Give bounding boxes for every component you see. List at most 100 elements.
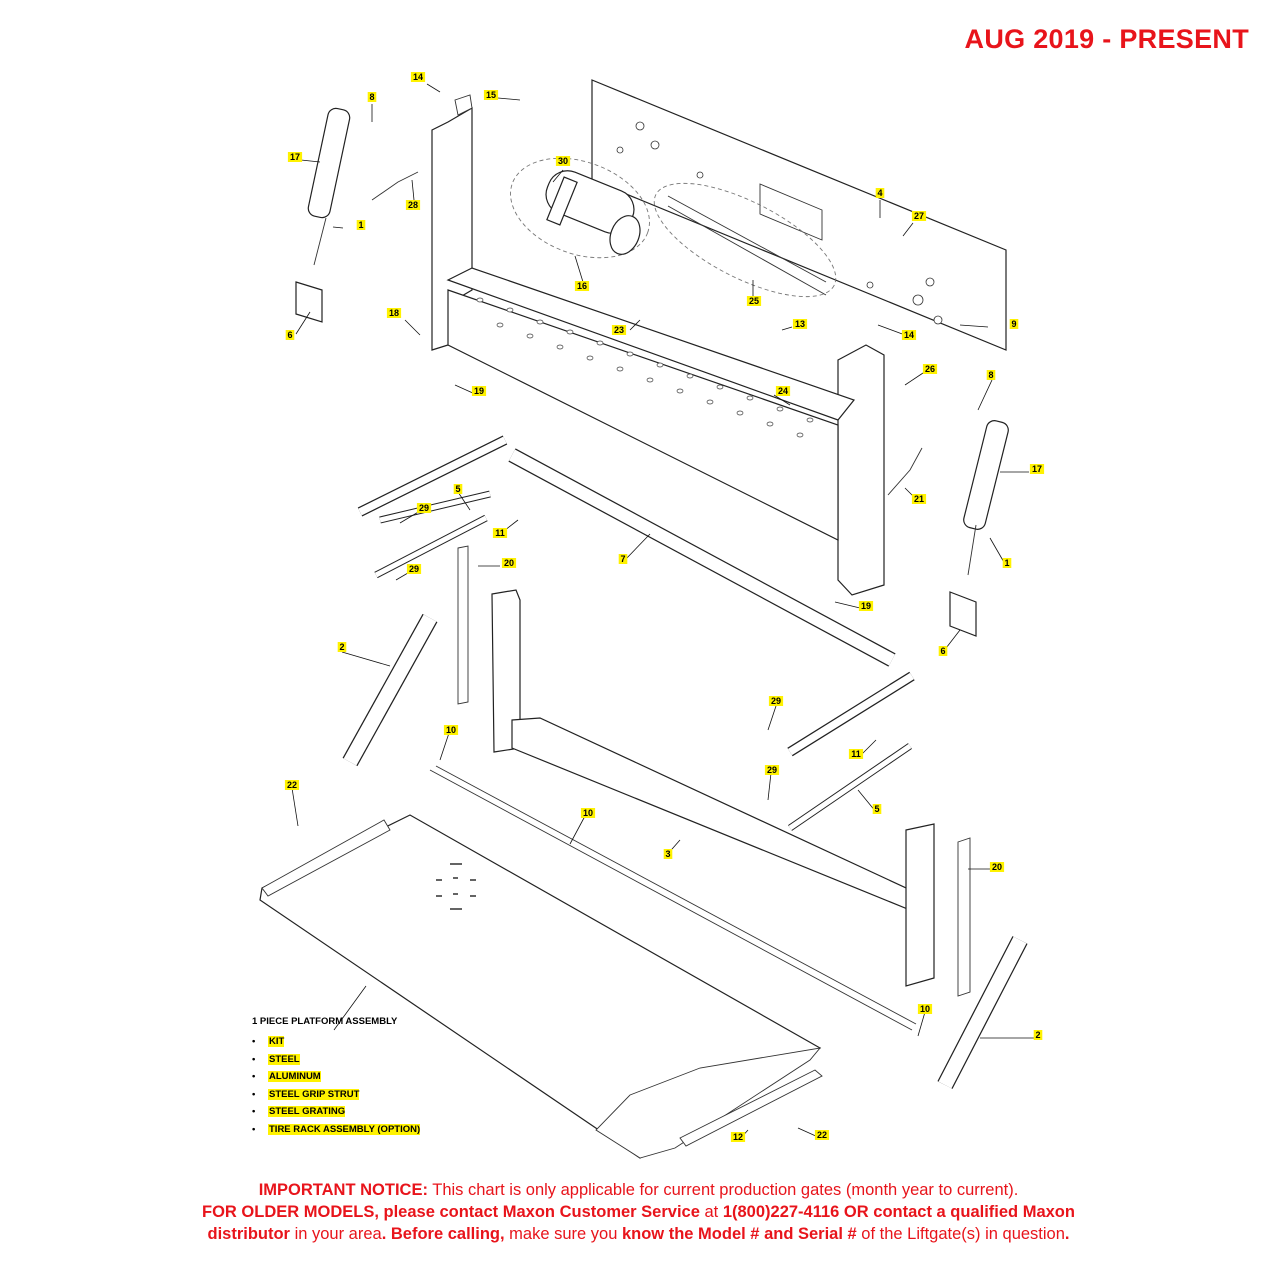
svg-text:28: 28: [408, 200, 418, 210]
callout-6: 6: [285, 330, 295, 340]
callout-11: 11: [848, 749, 864, 759]
callout-21: 21: [911, 494, 927, 504]
svg-text:29: 29: [767, 765, 777, 775]
bracket-left: [295, 281, 323, 323]
svg-text:25: 25: [749, 296, 759, 306]
svg-text:19: 19: [861, 601, 871, 611]
callout-7: 7: [618, 554, 628, 564]
callout-20: 20: [501, 558, 517, 568]
svg-text:15: 15: [486, 90, 496, 100]
callout-23: 23: [611, 325, 627, 335]
mounting-plate-holes: [616, 121, 943, 325]
callout-14: 14: [410, 72, 426, 82]
harness-group-outline: [653, 182, 837, 298]
callout-30: 30: [555, 156, 571, 166]
frame-bed: [446, 267, 855, 421]
callout-22: 22: [814, 1130, 830, 1140]
svg-text:10: 10: [920, 1004, 930, 1014]
important-notice: IMPORTANT NOTICE: This chart is only app…: [202, 1181, 1075, 1243]
callout-9: 9: [1009, 319, 1019, 329]
callout-22: 22: [284, 780, 300, 790]
svg-text:13: 13: [795, 319, 805, 329]
svg-text:5: 5: [874, 804, 879, 814]
svg-text:30: 30: [558, 156, 568, 166]
svg-text:4: 4: [877, 188, 882, 198]
svg-text:6: 6: [940, 646, 945, 656]
frame-right-column: [837, 344, 885, 596]
svg-text:22: 22: [817, 1130, 827, 1140]
gas-spring-left: [307, 107, 351, 219]
legend-heading: 1 PIECE PLATFORM ASSEMBLY: [252, 1016, 398, 1027]
callout-19: 19: [471, 386, 487, 396]
svg-text:10: 10: [446, 725, 456, 735]
callout-1: 1: [356, 220, 366, 230]
svg-text:17: 17: [1032, 464, 1042, 474]
callout-12: 12: [730, 1132, 746, 1142]
callout-10: 10: [443, 725, 459, 735]
callout-6: 6: [938, 646, 948, 656]
gas-spring-right: [963, 420, 1009, 530]
callout-8: 8: [986, 370, 996, 380]
svg-text:29: 29: [771, 696, 781, 706]
callout-25: 25: [746, 296, 762, 306]
callout-26: 26: [922, 364, 938, 374]
shim-left: [457, 545, 469, 705]
callout-4: 4: [875, 188, 885, 198]
callout-17: 17: [287, 152, 303, 162]
svg-text:27: 27: [914, 211, 924, 221]
callout-1: 1: [1002, 558, 1012, 568]
bracket-right: [949, 591, 977, 637]
callout-29: 29: [416, 503, 432, 513]
svg-text:11: 11: [495, 528, 505, 538]
legend-item: •TIRE RACK ASSEMBLY (OPTION): [252, 1123, 421, 1135]
callout-29: 29: [764, 765, 780, 775]
legend-item: •STEEL: [252, 1053, 300, 1065]
svg-text:17: 17: [290, 152, 300, 162]
svg-text:18: 18: [389, 308, 399, 318]
callout-20: 20: [989, 862, 1005, 872]
svg-text:10: 10: [583, 808, 593, 818]
svg-text:3: 3: [665, 849, 670, 859]
callout-5: 5: [453, 484, 463, 494]
platform-markings: [436, 863, 476, 910]
svg-text:23: 23: [614, 325, 624, 335]
handle-right: [887, 447, 923, 496]
svg-text:29: 29: [419, 503, 429, 513]
callout-labels: 1718614152818301642792523131424192681716…: [284, 72, 1045, 1142]
callout-27: 27: [911, 211, 927, 221]
page-title: AUG 2019 - PRESENT: [964, 24, 1249, 54]
pump-group-outline: [510, 157, 650, 259]
callout-14: 14: [901, 330, 917, 340]
power-unit: [545, 170, 641, 255]
callout-24: 24: [775, 386, 791, 396]
platform-legend: 1 PIECE PLATFORM ASSEMBLY •KIT •STEEL •A…: [252, 1016, 421, 1138]
callout-3: 3: [663, 849, 673, 859]
svg-text:5: 5: [455, 484, 460, 494]
shim-right: [957, 837, 971, 997]
svg-text:9: 9: [1011, 319, 1016, 329]
callout-18: 18: [386, 308, 402, 318]
svg-text:24: 24: [778, 386, 788, 396]
svg-text:8: 8: [988, 370, 993, 380]
svg-text:1: 1: [1004, 558, 1009, 568]
callout-10: 10: [580, 808, 596, 818]
svg-text:29: 29: [409, 564, 419, 574]
svg-text:14: 14: [904, 330, 914, 340]
frame-perforations: [476, 297, 814, 438]
legend-item: •STEEL GRIP STRUT: [252, 1088, 360, 1100]
callout-10: 10: [917, 1004, 933, 1014]
callout-11: 11: [492, 528, 508, 538]
callout-8: 8: [367, 92, 377, 102]
svg-text:2: 2: [339, 642, 344, 652]
callout-15: 15: [483, 90, 499, 100]
svg-text:19: 19: [474, 386, 484, 396]
svg-text:11: 11: [851, 749, 861, 759]
callout-2: 2: [337, 642, 347, 652]
svg-text:14: 14: [413, 72, 423, 82]
svg-text:2: 2: [1035, 1030, 1040, 1040]
callout-2: 2: [1033, 1030, 1043, 1040]
svg-text:20: 20: [504, 558, 514, 568]
lower-frame-left-post: [491, 589, 521, 753]
svg-text:1: 1: [358, 220, 363, 230]
